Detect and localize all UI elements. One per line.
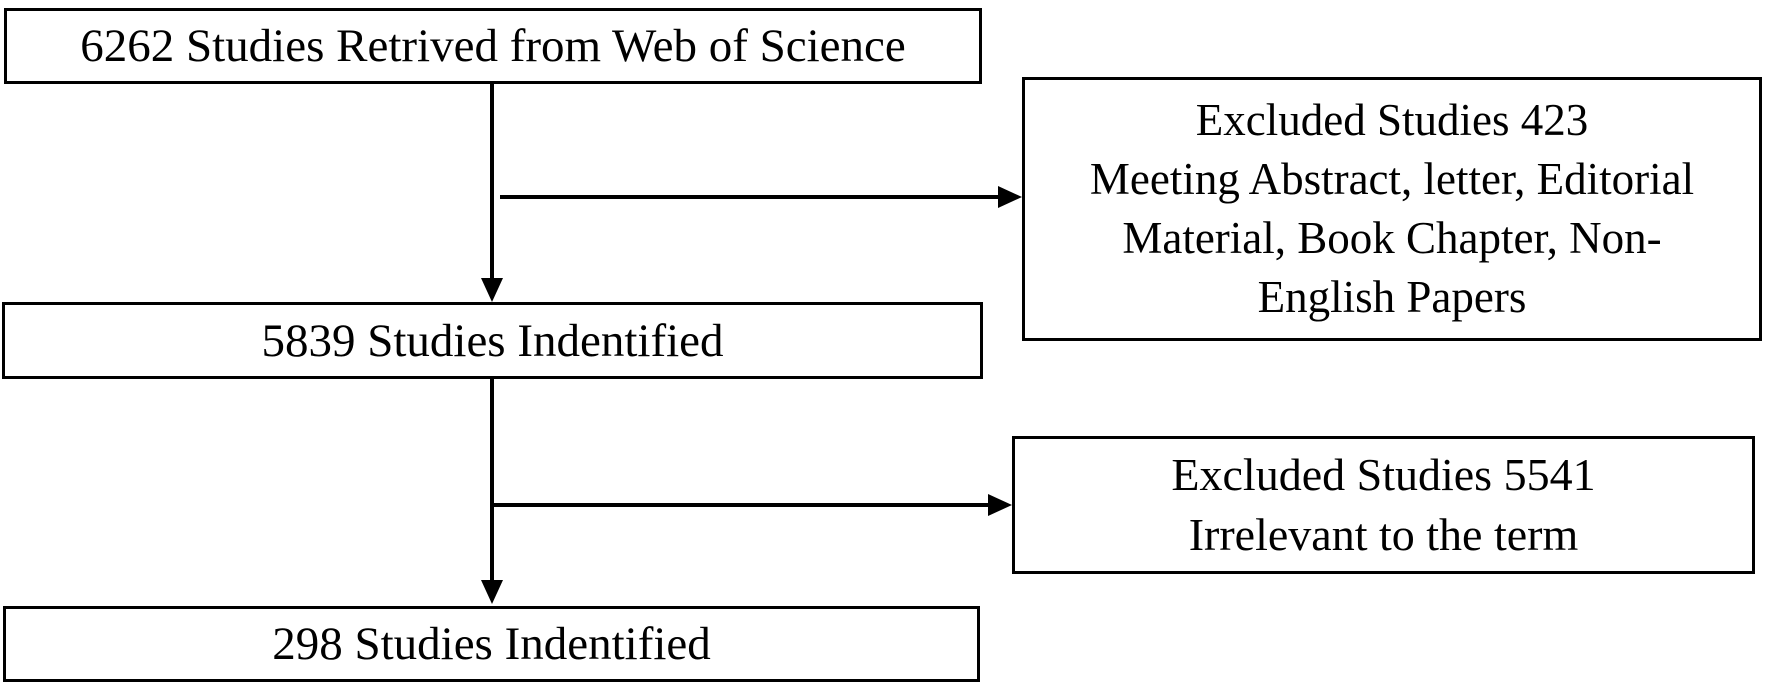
- excluded-first-line-4: English Papers: [1257, 272, 1527, 322]
- arrow-branch-to-excluded-first-stem: [500, 195, 998, 199]
- arrow-retrieved-to-identified-stem: [490, 84, 494, 280]
- node-studies-retrieved: 6262 Studies Retrived from Web of Scienc…: [4, 8, 982, 84]
- node-studies-identified-first: 5839 Studies Indentified: [2, 302, 983, 379]
- node-studies-identified-second-label: 298 Studies Indentified: [272, 618, 711, 670]
- arrow-identified-to-final-stem: [490, 379, 494, 582]
- excluded-first-line-3: Material, Book Chapter, Non-: [1122, 213, 1662, 263]
- node-studies-identified-first-label: 5839 Studies Indentified: [261, 314, 724, 367]
- arrow-branch-to-excluded-second-stem: [492, 503, 988, 507]
- arrow-down-icon: [481, 580, 503, 604]
- excluded-second-line-1: Excluded Studies 5541: [1171, 449, 1596, 500]
- arrow-right-icon: [998, 186, 1022, 208]
- arrow-right-icon: [988, 494, 1012, 516]
- excluded-second-line-2: Irrelevant to the term: [1188, 509, 1579, 560]
- node-studies-retrieved-label: 6262 Studies Retrived from Web of Scienc…: [80, 20, 906, 72]
- node-studies-identified-second: 298 Studies Indentified: [3, 606, 980, 682]
- excluded-first-line-2: Meeting Abstract, letter, Editorial: [1089, 154, 1695, 204]
- arrow-down-icon: [481, 278, 503, 302]
- excluded-first-line-1: Excluded Studies 423: [1195, 95, 1589, 145]
- node-excluded-first: Excluded Studies 423 Meeting Abstract, l…: [1022, 77, 1762, 341]
- node-excluded-second: Excluded Studies 5541 Irrelevant to the …: [1012, 436, 1755, 574]
